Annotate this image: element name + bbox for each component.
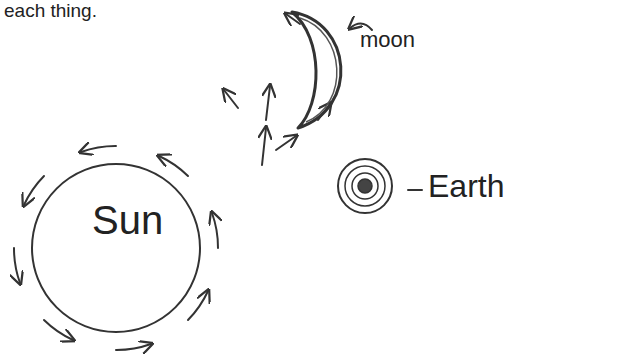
earth-scribble <box>345 166 385 206</box>
moon-crescent <box>252 8 348 132</box>
earth-scribble <box>338 159 392 213</box>
moon-crescent: moon <box>252 8 348 132</box>
node-label: Earth <box>428 169 504 204</box>
orbit-arrow <box>116 344 151 350</box>
earth-circle: Earth <box>336 157 394 215</box>
orbit-arrow <box>81 146 116 152</box>
orbit-arrow <box>262 128 266 165</box>
moon-outline <box>300 18 337 122</box>
node-label: Sun <box>92 198 163 242</box>
sun-outline <box>32 164 200 332</box>
note-text: each thing. <box>4 0 97 22</box>
earth-circle <box>336 157 394 215</box>
leader-dash <box>408 189 422 191</box>
orbit-arrow <box>188 291 208 320</box>
sun-circle: Sun <box>30 162 202 334</box>
orbit-arrow <box>276 136 296 150</box>
moon-outline <box>292 12 341 128</box>
earth-scribble <box>352 173 378 199</box>
orbit-arrow <box>224 90 238 108</box>
orbit-arrow <box>44 320 73 340</box>
orbit-arrow <box>14 248 20 283</box>
orbit-arrow <box>212 213 218 248</box>
node-label: moon <box>360 28 415 52</box>
sun-circle <box>30 162 202 334</box>
orbit-arrow <box>266 86 270 120</box>
earth-scribble <box>358 179 372 193</box>
orbit-arrow <box>159 156 188 176</box>
orbit-arrow <box>24 176 44 205</box>
